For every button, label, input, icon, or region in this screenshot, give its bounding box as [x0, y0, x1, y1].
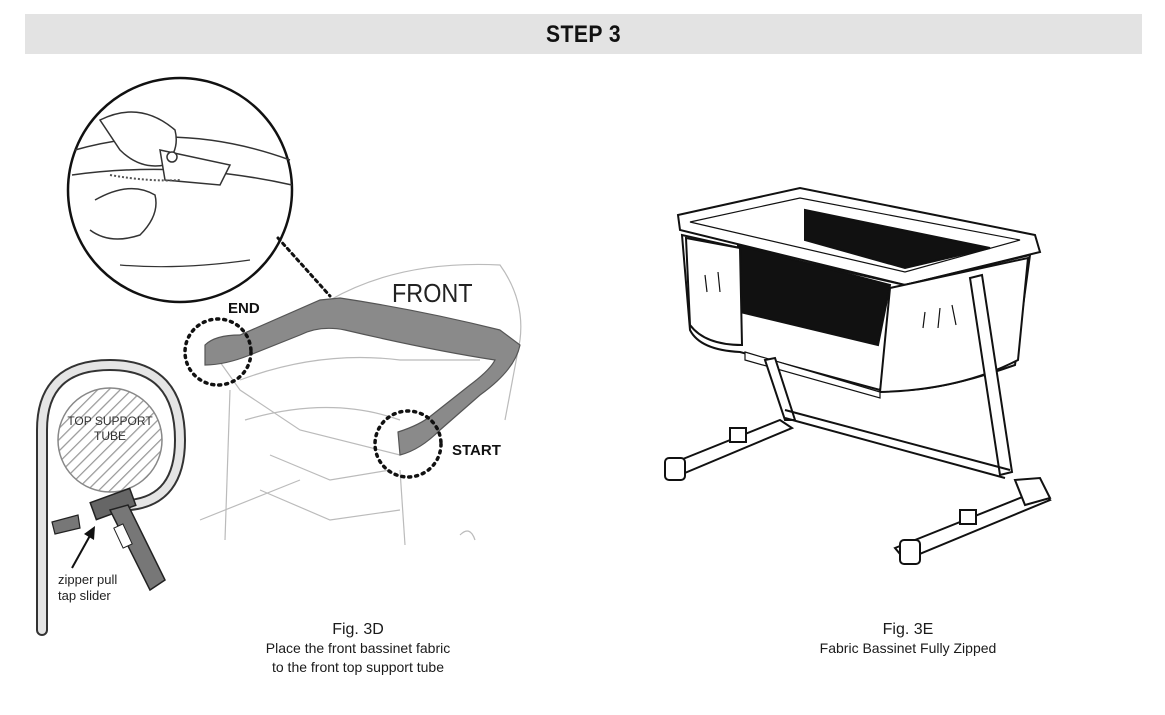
tube-label-line2: TUBE: [93, 429, 126, 443]
zipper-pull-label: zipper pull tap slider: [58, 572, 117, 604]
end-label: END: [228, 300, 260, 317]
figure-3d-desc-line1: Place the front bassinet fabric: [265, 640, 451, 656]
zipper-detail-circle: [66, 76, 294, 304]
tube-label: TOP SUPPORT TUBE: [58, 414, 162, 444]
step-header-bar: STEP 3: [25, 14, 1142, 54]
zipper-pull-label-line2: tap slider: [58, 588, 111, 603]
figure-3d-desc-line2: to the front top support tube: [271, 659, 444, 675]
end-marker-circle: [183, 317, 253, 387]
start-label: START: [452, 442, 501, 459]
front-label: FRONT: [392, 278, 473, 308]
bassinet-fabric-band: [204, 297, 521, 456]
figure-3d-caption: Fig. 3D Place the front bassinet fabric …: [198, 620, 518, 677]
figure-3e-number: Fig. 3E: [882, 621, 934, 638]
figure-3e-desc-line1: Fabric Bassinet Fully Zipped: [819, 640, 997, 656]
bassinet-frame-sketch: [199, 263, 522, 546]
tube-cross-section: [36, 358, 187, 636]
figure-3e-caption: Fig. 3E Fabric Bassinet Fully Zipped: [748, 620, 1068, 658]
tube-label-line1: TOP SUPPORT: [67, 414, 153, 428]
figure-3d-number: Fig. 3D: [332, 621, 384, 638]
bassinet-zipped: [664, 186, 1052, 565]
zipper-pull-label-line1: zipper pull: [58, 572, 118, 587]
step-title: STEP 3: [545, 21, 622, 48]
start-marker-circle: [373, 409, 443, 479]
